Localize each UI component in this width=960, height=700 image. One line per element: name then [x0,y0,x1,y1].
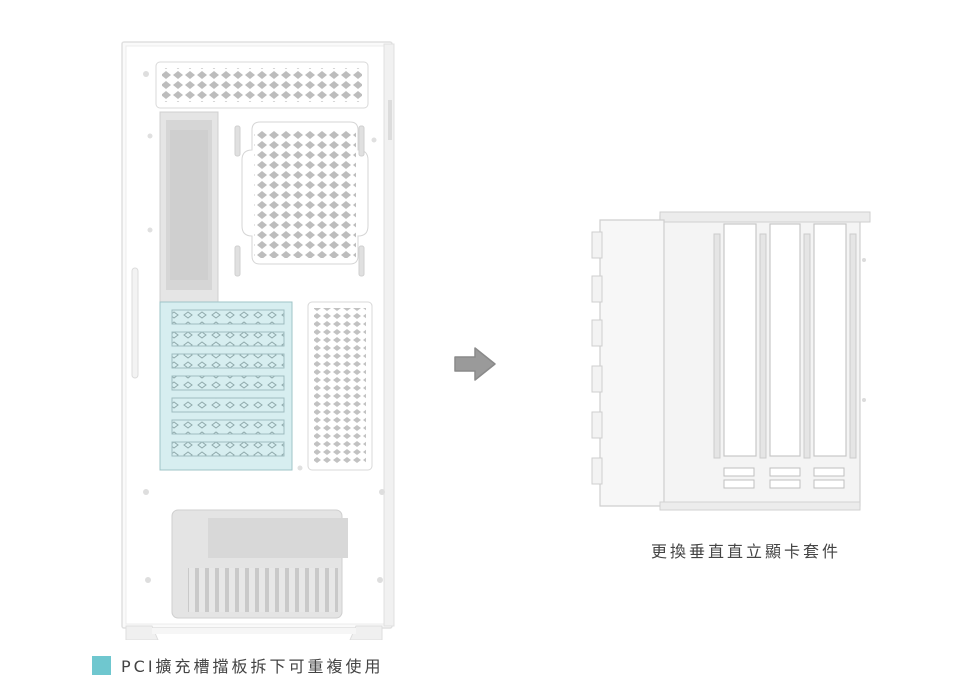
legend-label: PCI擴充槽擋板拆下可重複使用 [121,657,384,676]
case-rear-view [121,41,395,640]
vertical-gpu-bracket [591,211,871,511]
legend-swatch [92,655,111,675]
pci-slot-covers [171,309,285,457]
bracket-caption: 更換垂直直立顯卡套件 [650,542,841,561]
right-arrow-icon [454,347,496,381]
legend: PCI擴充槽擋板拆下可重複使用 [92,654,384,676]
